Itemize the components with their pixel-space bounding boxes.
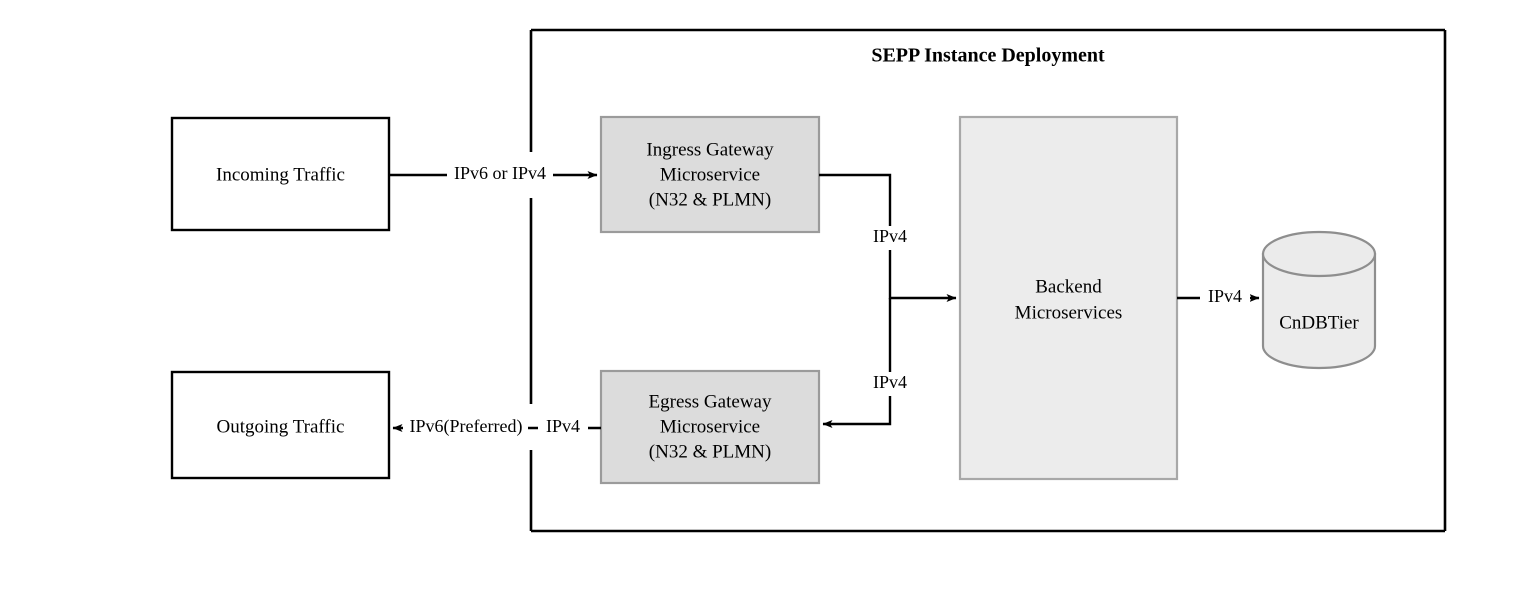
edge-incoming-to-ingress-label-bg <box>447 163 553 187</box>
edge-backend-to-database: IPv4 <box>1177 286 1260 310</box>
edge-ingress-to-backend: IPv4 <box>819 173 957 302</box>
egress-gateway-label-line1: Egress Gateway <box>649 391 772 412</box>
node-egress-gateway[interactable]: Egress Gateway Microservice (N32 & PLMN) <box>599 369 821 485</box>
backend-microservices-label-line2: Microservices <box>1015 302 1123 323</box>
edge-backend-to-egress: IPv4 <box>822 298 916 428</box>
edge-egress-to-outgoing: IPv4 IPv6(Preferred) <box>392 416 601 440</box>
cndbtier-cylinder-body[interactable] <box>1261 252 1377 370</box>
node-cndbtier-database[interactable]: CnDBTier <box>1261 230 1377 370</box>
edge-incoming-to-ingress: IPv6 or IPv4 <box>389 163 598 187</box>
backend-microservices-label-line1: Backend <box>1035 276 1102 297</box>
ingress-gateway-label-line2: Microservice <box>660 164 760 185</box>
edge-egress-to-outgoing-inner-label-bg <box>538 416 588 440</box>
node-ingress-gateway[interactable]: Ingress Gateway Microservice (N32 & PLMN… <box>599 115 821 234</box>
backend-microservices-box[interactable] <box>958 115 1179 481</box>
edge-egress-to-outgoing-outer-label-bg <box>403 416 528 440</box>
edge-backend-to-database-label-bg <box>1200 286 1250 310</box>
edge-egress-to-outgoing-inner-label: IPv4 <box>546 416 580 436</box>
egress-gateway-box[interactable] <box>599 369 821 485</box>
edge-ingress-to-backend-label-bg <box>866 226 916 250</box>
outgoing-traffic-box[interactable] <box>170 370 391 480</box>
cndbtier-label: CnDBTier <box>1279 312 1359 333</box>
cndbtier-cylinder-top <box>1261 230 1377 278</box>
edge-backend-to-egress-label: IPv4 <box>873 372 907 392</box>
incoming-traffic-label: Incoming Traffic <box>216 164 345 185</box>
edge-backend-to-egress-line <box>822 298 892 428</box>
edge-backend-to-egress-label-bg <box>866 372 916 396</box>
edge-backend-to-database-label: IPv4 <box>1208 286 1242 306</box>
node-backend-microservices[interactable]: Backend Microservices <box>958 115 1179 481</box>
node-outgoing-traffic[interactable]: Outgoing Traffic <box>170 370 391 480</box>
egress-gateway-label-line2: Microservice <box>660 416 760 437</box>
diagram-title: SEPP Instance Deployment <box>871 45 1105 67</box>
edge-egress-to-outgoing-outer-label: IPv6(Preferred) <box>410 416 523 437</box>
incoming-traffic-box[interactable] <box>170 116 391 232</box>
ingress-gateway-label-line1: Ingress Gateway <box>646 139 774 160</box>
ingress-gateway-label-line3: (N32 & PLMN) <box>649 189 771 210</box>
edge-incoming-to-ingress-label: IPv6 or IPv4 <box>454 163 546 183</box>
outgoing-traffic-label: Outgoing Traffic <box>217 416 345 437</box>
egress-gateway-label-line3: (N32 & PLMN) <box>649 441 771 462</box>
sepp-container <box>529 28 1447 533</box>
node-incoming-traffic[interactable]: Incoming Traffic <box>170 116 391 232</box>
edge-ingress-to-backend-label: IPv4 <box>873 226 907 246</box>
